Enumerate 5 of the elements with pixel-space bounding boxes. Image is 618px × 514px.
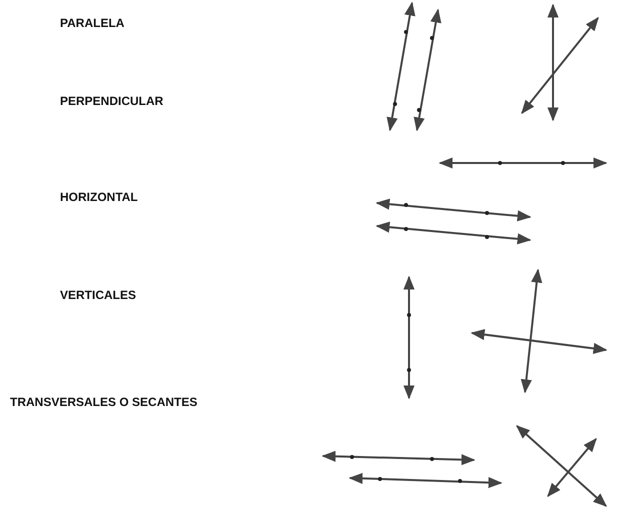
term-label: TRANSVERSALES O SECANTES [10, 395, 198, 409]
term-label: PARALELA [60, 16, 124, 30]
term-label: PERPENDICULAR [60, 94, 164, 108]
term-label: HORIZONTAL [60, 190, 138, 204]
term-label: VERTICALES [60, 288, 136, 302]
